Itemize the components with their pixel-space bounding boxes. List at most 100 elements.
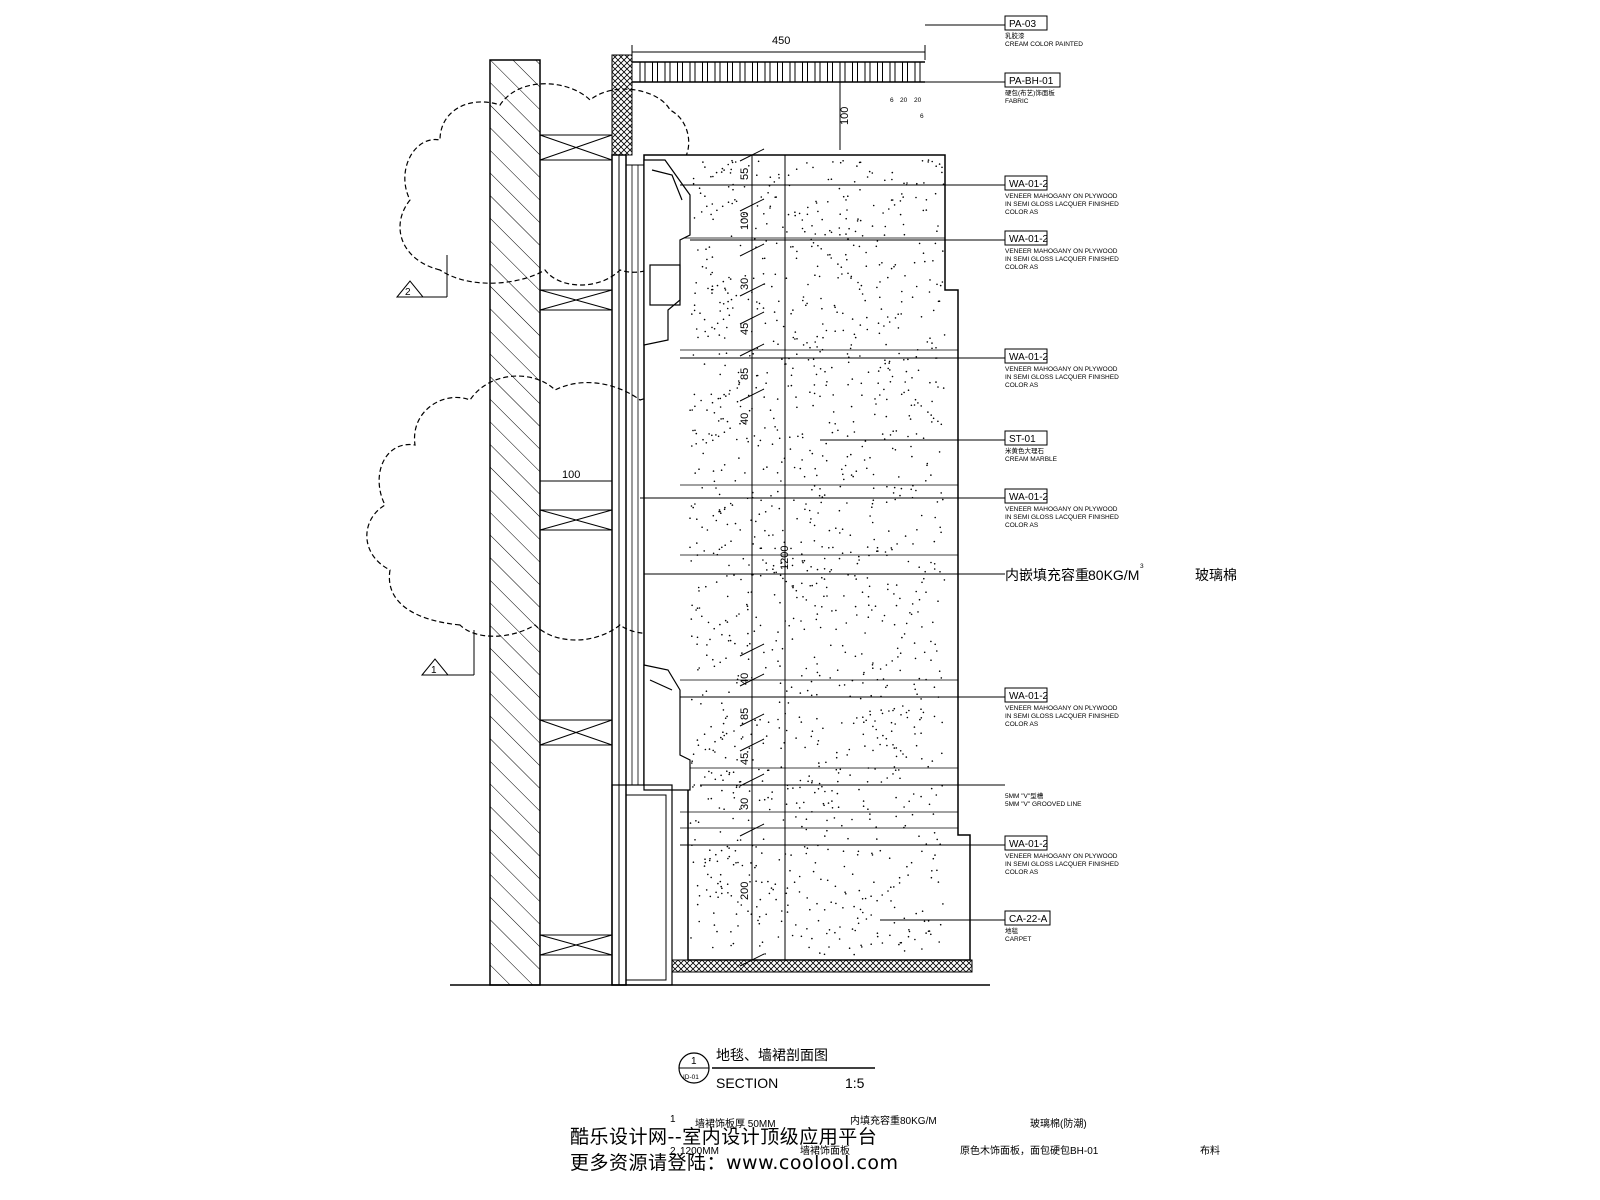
tag-wa-01-2-a-line-1: VENEER MAHOGANY ON PLYWOOD <box>1005 193 1118 200</box>
tag-st-01-line-1: 米黄色大理石 <box>1005 446 1045 455</box>
insulation-note-right: 玻璃棉 <box>1195 567 1237 583</box>
note-1-text-b: 内填充容重80KG/M <box>850 1114 937 1127</box>
section-scale: 1:5 <box>845 1075 865 1091</box>
note-2-text-c: 原色木饰面板，面包硬包BH-01 <box>960 1144 1099 1157</box>
tag-wa-01-2-d-line-2: IN SEMI GLOSS LACQUER FINISHED <box>1005 514 1119 521</box>
marker-2-label: 2 <box>405 287 411 298</box>
tag-wa-01-2-b-line-1: VENEER MAHOGANY ON PLYWOOD <box>1005 248 1118 255</box>
note-2-text-a: 1200MM <box>680 1146 719 1157</box>
revision-marker-1: 1 <box>420 630 475 676</box>
tag-st-01-code: ST-01 <box>1009 434 1036 445</box>
tag-pa-03-line-2: CREAM COLOR PAINTED <box>1005 41 1083 48</box>
insulation-note-sup: 3 <box>1140 563 1144 570</box>
tag-wa-01-2-c-line-1: VENEER MAHOGANY ON PLYWOOD <box>1005 366 1118 373</box>
ceiling-small-dims: 100 6 20 20 6 <box>839 82 924 150</box>
wall-dim-label: 100 <box>562 469 580 481</box>
tag-ca-22-a-line-1: 地毯 <box>1005 926 1019 935</box>
section-title-en: SECTION <box>716 1075 778 1091</box>
ceiling-fabric-panel: 450 <box>631 35 926 83</box>
footer-watermark-line-2: 更多资源请登陆：www.coolool.com <box>570 1152 899 1174</box>
ceiling-dim-20a: 20 <box>900 97 908 104</box>
dim-40a: 40 <box>739 413 751 425</box>
revision-marker-2: 2 <box>395 255 448 298</box>
insulation-note: 内嵌填充容重 80KG/M 3 玻璃棉 <box>644 563 1237 583</box>
tag-wa-01-2-a-line-2: IN SEMI GLOSS LACQUER FINISHED <box>1005 201 1119 208</box>
tag-wa-01-2-e-line-1: VENEER MAHOGANY ON PLYWOOD <box>1005 705 1118 712</box>
dim-200: 200 <box>739 882 751 900</box>
tag-wa-01-2-c-line-2: IN SEMI GLOSS LACQUER FINISHED <box>1005 374 1119 381</box>
note-1-text-a: 墙裙饰板厚 50MM <box>695 1117 776 1130</box>
tag-wa-01-2-b-line-2: IN SEMI GLOSS LACQUER FINISHED <box>1005 256 1119 263</box>
dim-30b: 30 <box>739 798 751 810</box>
dim-55: 55 <box>739 168 751 180</box>
general-notes: 1 墙裙饰板厚 50MM 内填充容重80KG/M 玻璃棉(防潮) 2 1200M… <box>670 1114 1220 1157</box>
dim-85b: 85 <box>739 708 751 720</box>
wall-lining <box>611 54 645 986</box>
marble-panel <box>643 154 971 961</box>
tag-wa-01-2-e-line-2: IN SEMI GLOSS LACQUER FINISHED <box>1005 713 1119 720</box>
vertical-dimensions: 55 100 30 45 85 40 1200 40 85 45 30 200 <box>739 148 791 967</box>
tag-ca-22-a-code: CA-22-A <box>1009 914 1048 925</box>
tag-pa-03-code: PA-03 <box>1009 19 1036 30</box>
tag-wa-01-2-f-line-3: COLOR AS <box>1005 869 1039 876</box>
tag-wa-01-2-d-line-1: VENEER MAHOGANY ON PLYWOOD <box>1005 506 1118 513</box>
top-dimension-label: 450 <box>772 35 790 47</box>
wood-moulding-bottom <box>643 664 691 791</box>
tag-pa-03-line-1: 乳胶漆 <box>1005 31 1025 40</box>
dim-1200: 1200 <box>779 546 791 570</box>
dim-45b: 45 <box>739 753 751 765</box>
ceiling-dim-20b: 20 <box>914 97 922 104</box>
tag-wa-01-2-c-code: WA-01-2 <box>1009 352 1049 363</box>
tag-groove-line-2: 5MM "V" GROOVED LINE <box>1005 801 1082 808</box>
note-2-text-b: 墙裙饰面板 <box>800 1144 850 1157</box>
insulation-note-left: 内嵌填充容重 <box>1005 567 1089 583</box>
dim-45a: 45 <box>739 323 751 335</box>
dim-100: 100 <box>739 212 751 230</box>
tag-wa-01-2-a-code: WA-01-2 <box>1009 179 1049 190</box>
dim-85a: 85 <box>739 368 751 380</box>
note-1-text-c: 玻璃棉(防潮) <box>1030 1117 1087 1130</box>
concrete-wall <box>489 59 541 986</box>
tag-wa-01-2-f-line-1: VENEER MAHOGANY ON PLYWOOD <box>1005 853 1118 860</box>
tag-wa-01-2-a-line-3: COLOR AS <box>1005 209 1039 216</box>
marker-1-label: 1 <box>431 665 437 676</box>
tag-wa-01-2-d-code: WA-01-2 <box>1009 492 1049 503</box>
section-number: 1 <box>691 1056 697 1067</box>
tag-wa-01-2-b-code: WA-01-2 <box>1009 234 1049 245</box>
section-title: 1 ID-01 地毯、墙裙剖面图 SECTION 1:5 <box>678 1047 875 1091</box>
note-1-number: 1 <box>670 1114 676 1125</box>
tag-st-01-line-2: CREAM MARBLE <box>1005 456 1058 463</box>
tag-pa-bh-01-line-1: 硬包(布艺)饰面板 <box>1005 88 1055 97</box>
insulation-note-density: 80KG/M <box>1088 567 1139 583</box>
ceiling-dim-6a: 6 <box>890 97 894 104</box>
ceiling-dim-100: 100 <box>839 107 851 125</box>
tag-pa-bh-01-code: PA-BH-01 <box>1009 76 1054 87</box>
tag-wa-01-2-d-line-3: COLOR AS <box>1005 522 1039 529</box>
tag-wa-01-2-e-code: WA-01-2 <box>1009 691 1049 702</box>
dim-40b: 40 <box>739 673 751 685</box>
note-2-text-d: 布料 <box>1200 1144 1220 1157</box>
stud-frame <box>539 60 613 985</box>
wall-dimension: 100 <box>540 469 612 482</box>
tag-wa-01-2-f-code: WA-01-2 <box>1009 839 1049 850</box>
tag-wa-01-2-b-line-3: COLOR AS <box>1005 264 1039 271</box>
dim-30a: 30 <box>739 278 751 290</box>
section-title-cn: 地毯、墙裙剖面图 <box>716 1047 828 1063</box>
tag-wa-01-2-c-line-3: COLOR AS <box>1005 382 1039 389</box>
tag-wa-01-2-e-line-3: COLOR AS <box>1005 721 1039 728</box>
wood-moulding-top <box>643 159 691 346</box>
tag-wa-01-2-f-line-2: IN SEMI GLOSS LACQUER FINISHED <box>1005 861 1119 868</box>
tag-pa-bh-01-line-2: FABRIC <box>1005 98 1029 105</box>
